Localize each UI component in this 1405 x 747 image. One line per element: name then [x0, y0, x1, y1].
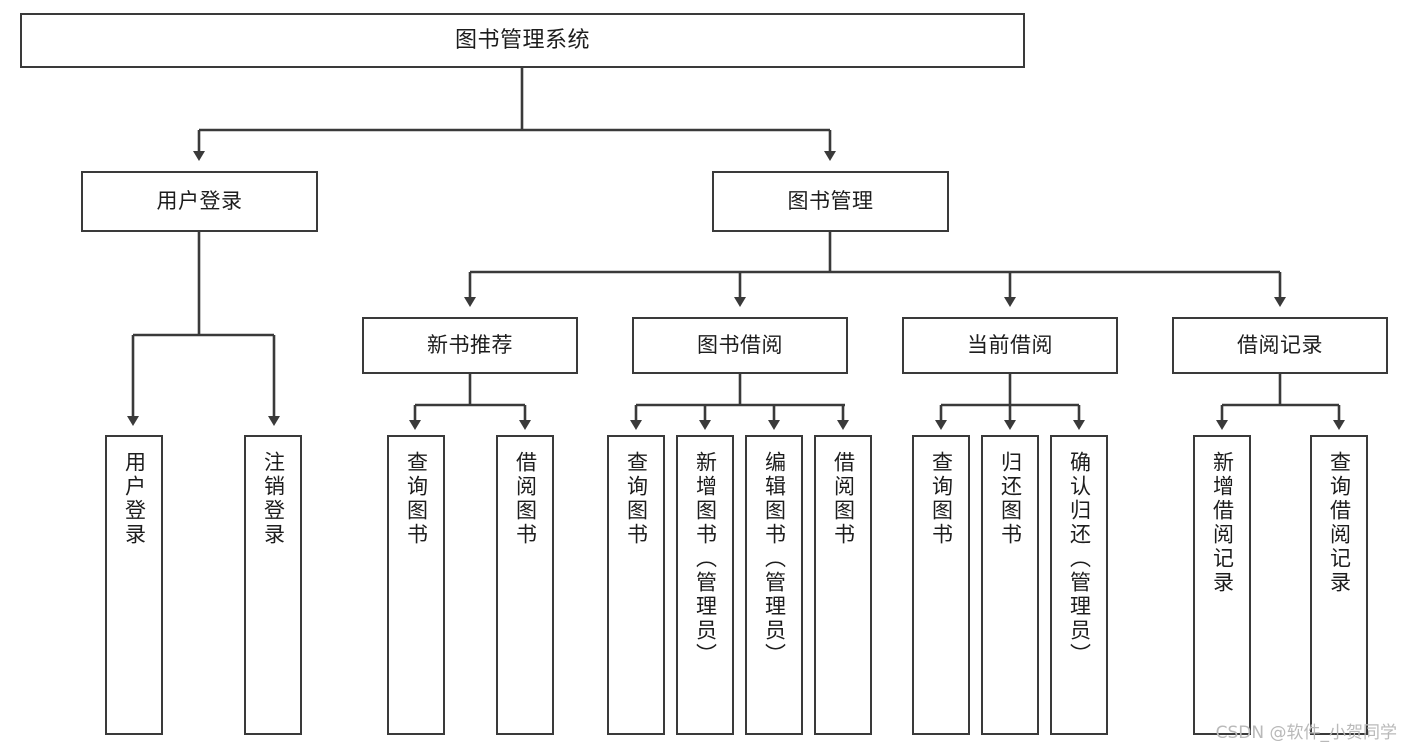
- leaf-book-borrow-borrow-book[interactable]: 借阅图书: [814, 435, 872, 735]
- node-user-login[interactable]: 用户登录: [81, 171, 318, 232]
- leaf-user-login-login[interactable]: 用户登录: [105, 435, 163, 735]
- node-label: 新增借阅记录: [1210, 451, 1235, 595]
- node-book-management[interactable]: 图书管理: [712, 171, 949, 232]
- node-label: 查询图书: [624, 451, 649, 547]
- node-label: 查询借阅记录: [1327, 451, 1352, 595]
- node-label: 图书借阅: [697, 333, 783, 358]
- node-label: 图书管理: [787, 189, 874, 214]
- node-label: 用户登录: [122, 451, 147, 547]
- leaf-new-book-borrow-book[interactable]: 借阅图书: [496, 435, 554, 735]
- leaf-current-borrow-query-book[interactable]: 查询图书: [912, 435, 970, 735]
- leaf-new-book-query-book[interactable]: 查询图书: [387, 435, 445, 735]
- leaf-borrow-record-query-record[interactable]: 查询借阅记录: [1310, 435, 1368, 735]
- node-label: 确认归还（管理员）: [1067, 451, 1092, 667]
- leaf-book-borrow-add-book-admin[interactable]: 新增图书（管理员）: [676, 435, 734, 735]
- node-current-borrowing[interactable]: 当前借阅: [902, 317, 1118, 374]
- node-label: 借阅记录: [1237, 333, 1323, 358]
- leaf-current-borrow-return-book[interactable]: 归还图书: [981, 435, 1039, 735]
- leaf-book-borrow-query-book[interactable]: 查询图书: [607, 435, 665, 735]
- leaf-current-borrow-confirm-return-admin[interactable]: 确认归还（管理员）: [1050, 435, 1108, 735]
- node-label: 查询图书: [404, 451, 429, 547]
- leaf-borrow-record-add-record[interactable]: 新增借阅记录: [1193, 435, 1251, 735]
- node-label: 图书管理系统: [454, 27, 590, 53]
- node-label: 借阅图书: [831, 451, 856, 547]
- node-label: 归还图书: [998, 451, 1023, 547]
- node-label: 编辑图书（管理员）: [762, 451, 787, 667]
- node-label: 借阅图书: [513, 451, 538, 547]
- node-label: 新书推荐: [427, 333, 513, 358]
- watermark-text: CSDN @软件_小贺同学: [1215, 723, 1397, 743]
- node-label: 查询图书: [929, 451, 954, 547]
- leaf-book-borrow-edit-book-admin[interactable]: 编辑图书（管理员）: [745, 435, 803, 735]
- node-borrowing-records[interactable]: 借阅记录: [1172, 317, 1388, 374]
- node-label: 当前借阅: [967, 333, 1053, 358]
- node-root-library-management-system[interactable]: 图书管理系统: [20, 13, 1025, 68]
- leaf-user-login-logout[interactable]: 注销登录: [244, 435, 302, 735]
- node-book-borrowing[interactable]: 图书借阅: [632, 317, 848, 374]
- node-label: 新增图书（管理员）: [693, 451, 718, 667]
- node-label: 用户登录: [156, 189, 243, 214]
- node-label: 注销登录: [261, 451, 286, 547]
- node-new-book-recommendation[interactable]: 新书推荐: [362, 317, 578, 374]
